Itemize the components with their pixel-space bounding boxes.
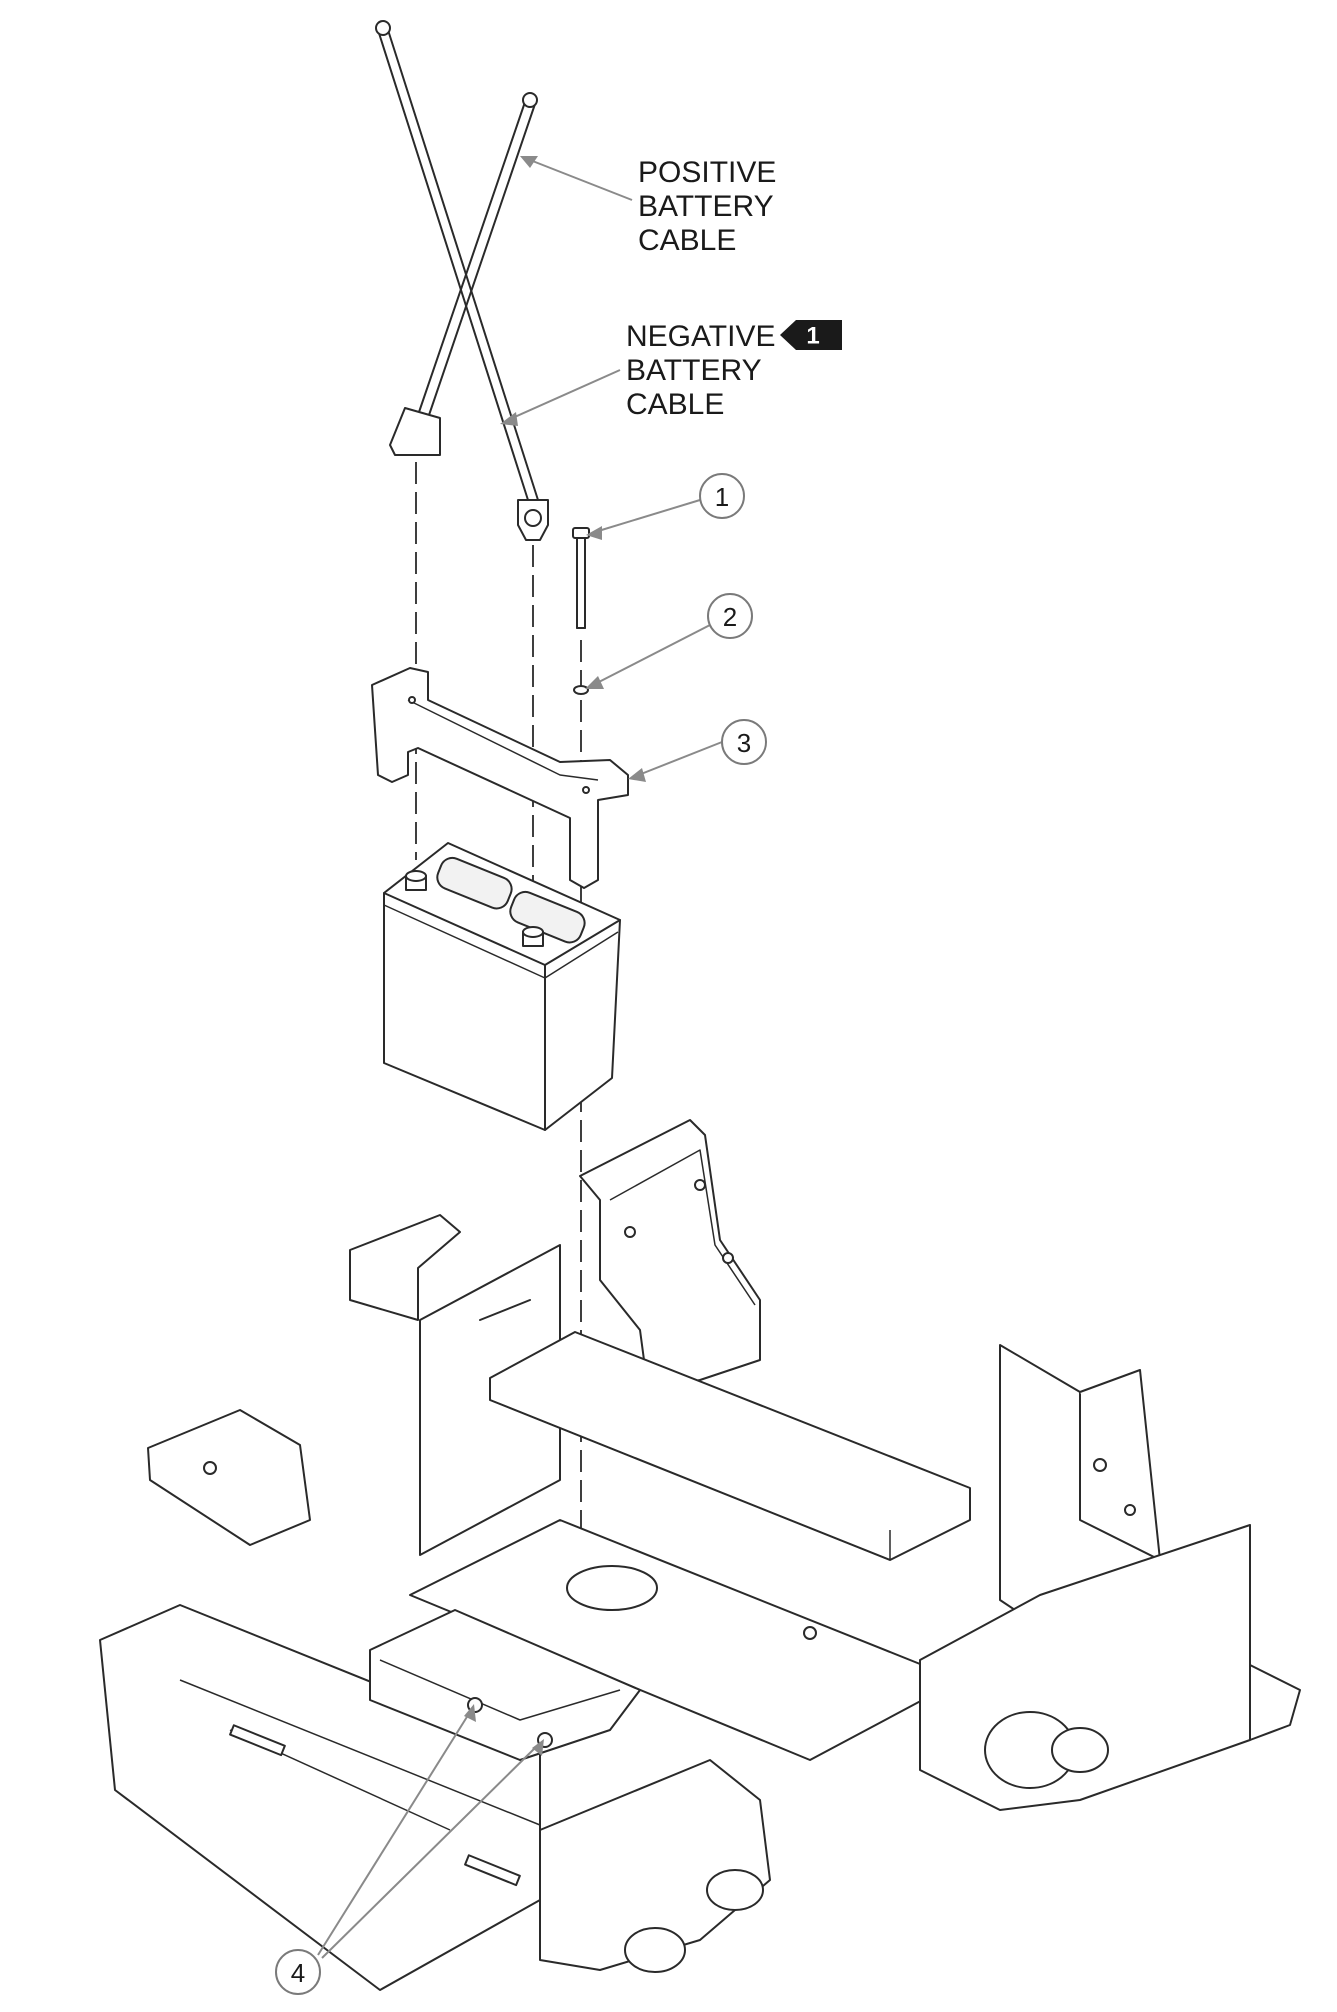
callout-3: 3 [628, 719, 767, 782]
callout-2: 2 [585, 593, 753, 689]
note-badge-number: 1 [806, 323, 819, 350]
negative-cable-label: NEGATIVE BATTERY CABLE 1 [626, 320, 842, 421]
positive-label-line1: POSITIVE [638, 156, 776, 189]
callout-3-number: 3 [737, 728, 751, 758]
battery-hold-down-bracket [371, 667, 629, 889]
hold-down-bolt [572, 527, 590, 629]
mower-frame [99, 1119, 1301, 1991]
note-badge: 1 [780, 320, 842, 350]
negative-label-line1: NEGATIVE [626, 320, 775, 353]
battery [383, 842, 621, 1131]
negative-cable-leader [500, 369, 621, 426]
positive-label-line3: CABLE [638, 224, 736, 257]
callout-4-number: 4 [291, 1958, 305, 1988]
callout-2-number: 2 [723, 602, 737, 632]
negative-label-line3: CABLE [626, 388, 724, 421]
callout-1-number: 1 [715, 482, 729, 512]
positive-cable-leader [520, 156, 633, 201]
callout-1: 1 [586, 473, 745, 540]
positive-label-line2: BATTERY [638, 190, 774, 223]
positive-battery-cable [389, 92, 538, 456]
washer [573, 685, 589, 695]
negative-label-line2: BATTERY [626, 354, 762, 387]
positive-cable-label: POSITIVE BATTERY CABLE [638, 156, 776, 257]
callout-4: 4 [275, 1704, 544, 1995]
